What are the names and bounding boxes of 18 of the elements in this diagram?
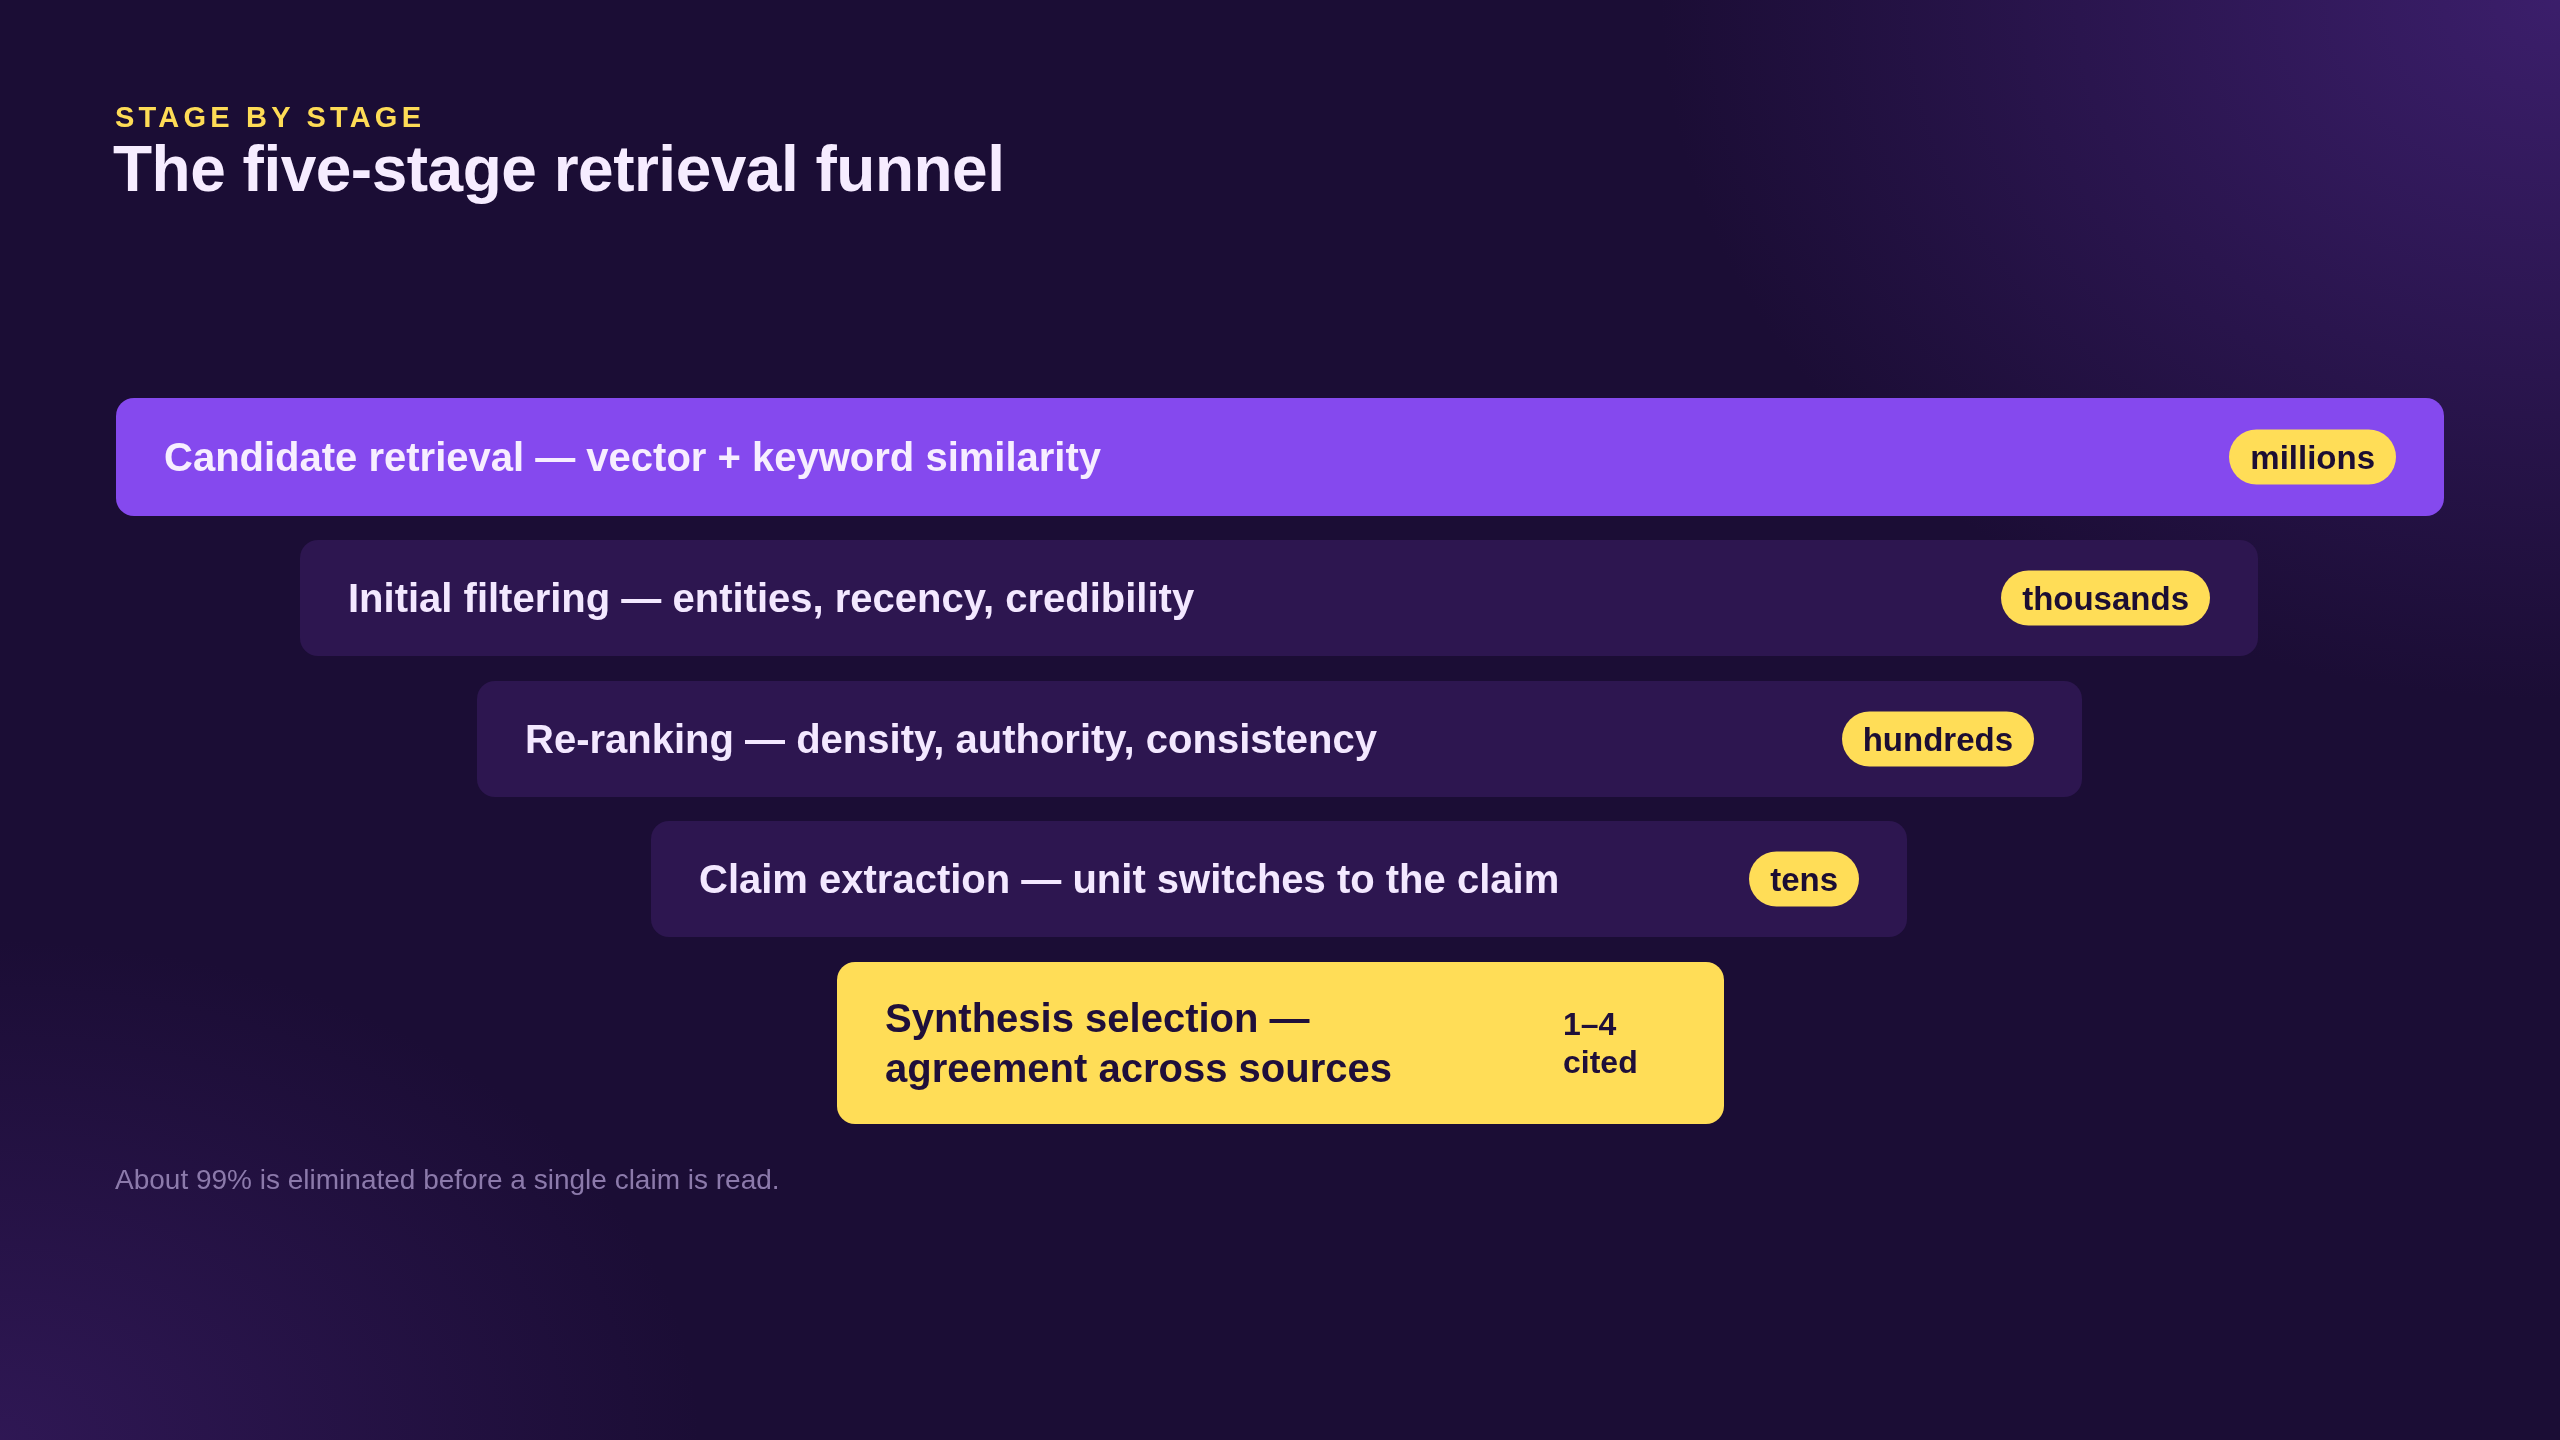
funnel-stage-bar bbox=[116, 398, 2444, 516]
stage-label: Initial filtering — entities, recency, credibility bbox=[348, 575, 1195, 621]
funnel-stage-bar bbox=[651, 821, 1907, 937]
funnel-stage-bar bbox=[837, 962, 1724, 1124]
count-badge: thousands bbox=[2001, 570, 2210, 626]
eyebrow-label: STAGE BY STAGE bbox=[115, 101, 426, 134]
funnel-stage-bar bbox=[300, 540, 2258, 656]
title: The five-stage retrieval funnel bbox=[113, 132, 1005, 206]
stage-label: Claim extraction — unit switches to the claim bbox=[699, 856, 1560, 902]
count-badge: hundreds bbox=[1841, 711, 2034, 767]
count-badge: tens bbox=[1749, 851, 1859, 907]
footnote: About 99% is eliminated before a single claim is read. bbox=[115, 1164, 780, 1196]
count-badge: millions bbox=[2229, 429, 2396, 485]
stage-label: Candidate retrieval — vector + keyword similarity bbox=[164, 434, 1102, 480]
count-label: 1–4 cited bbox=[1563, 1005, 1639, 1081]
stage-label: Synthesis selection — agreement across sources bbox=[885, 995, 1393, 1092]
funnel-stage-bar bbox=[477, 681, 2082, 797]
stage-label: Re-ranking — density, authority, consistency bbox=[525, 716, 1378, 762]
